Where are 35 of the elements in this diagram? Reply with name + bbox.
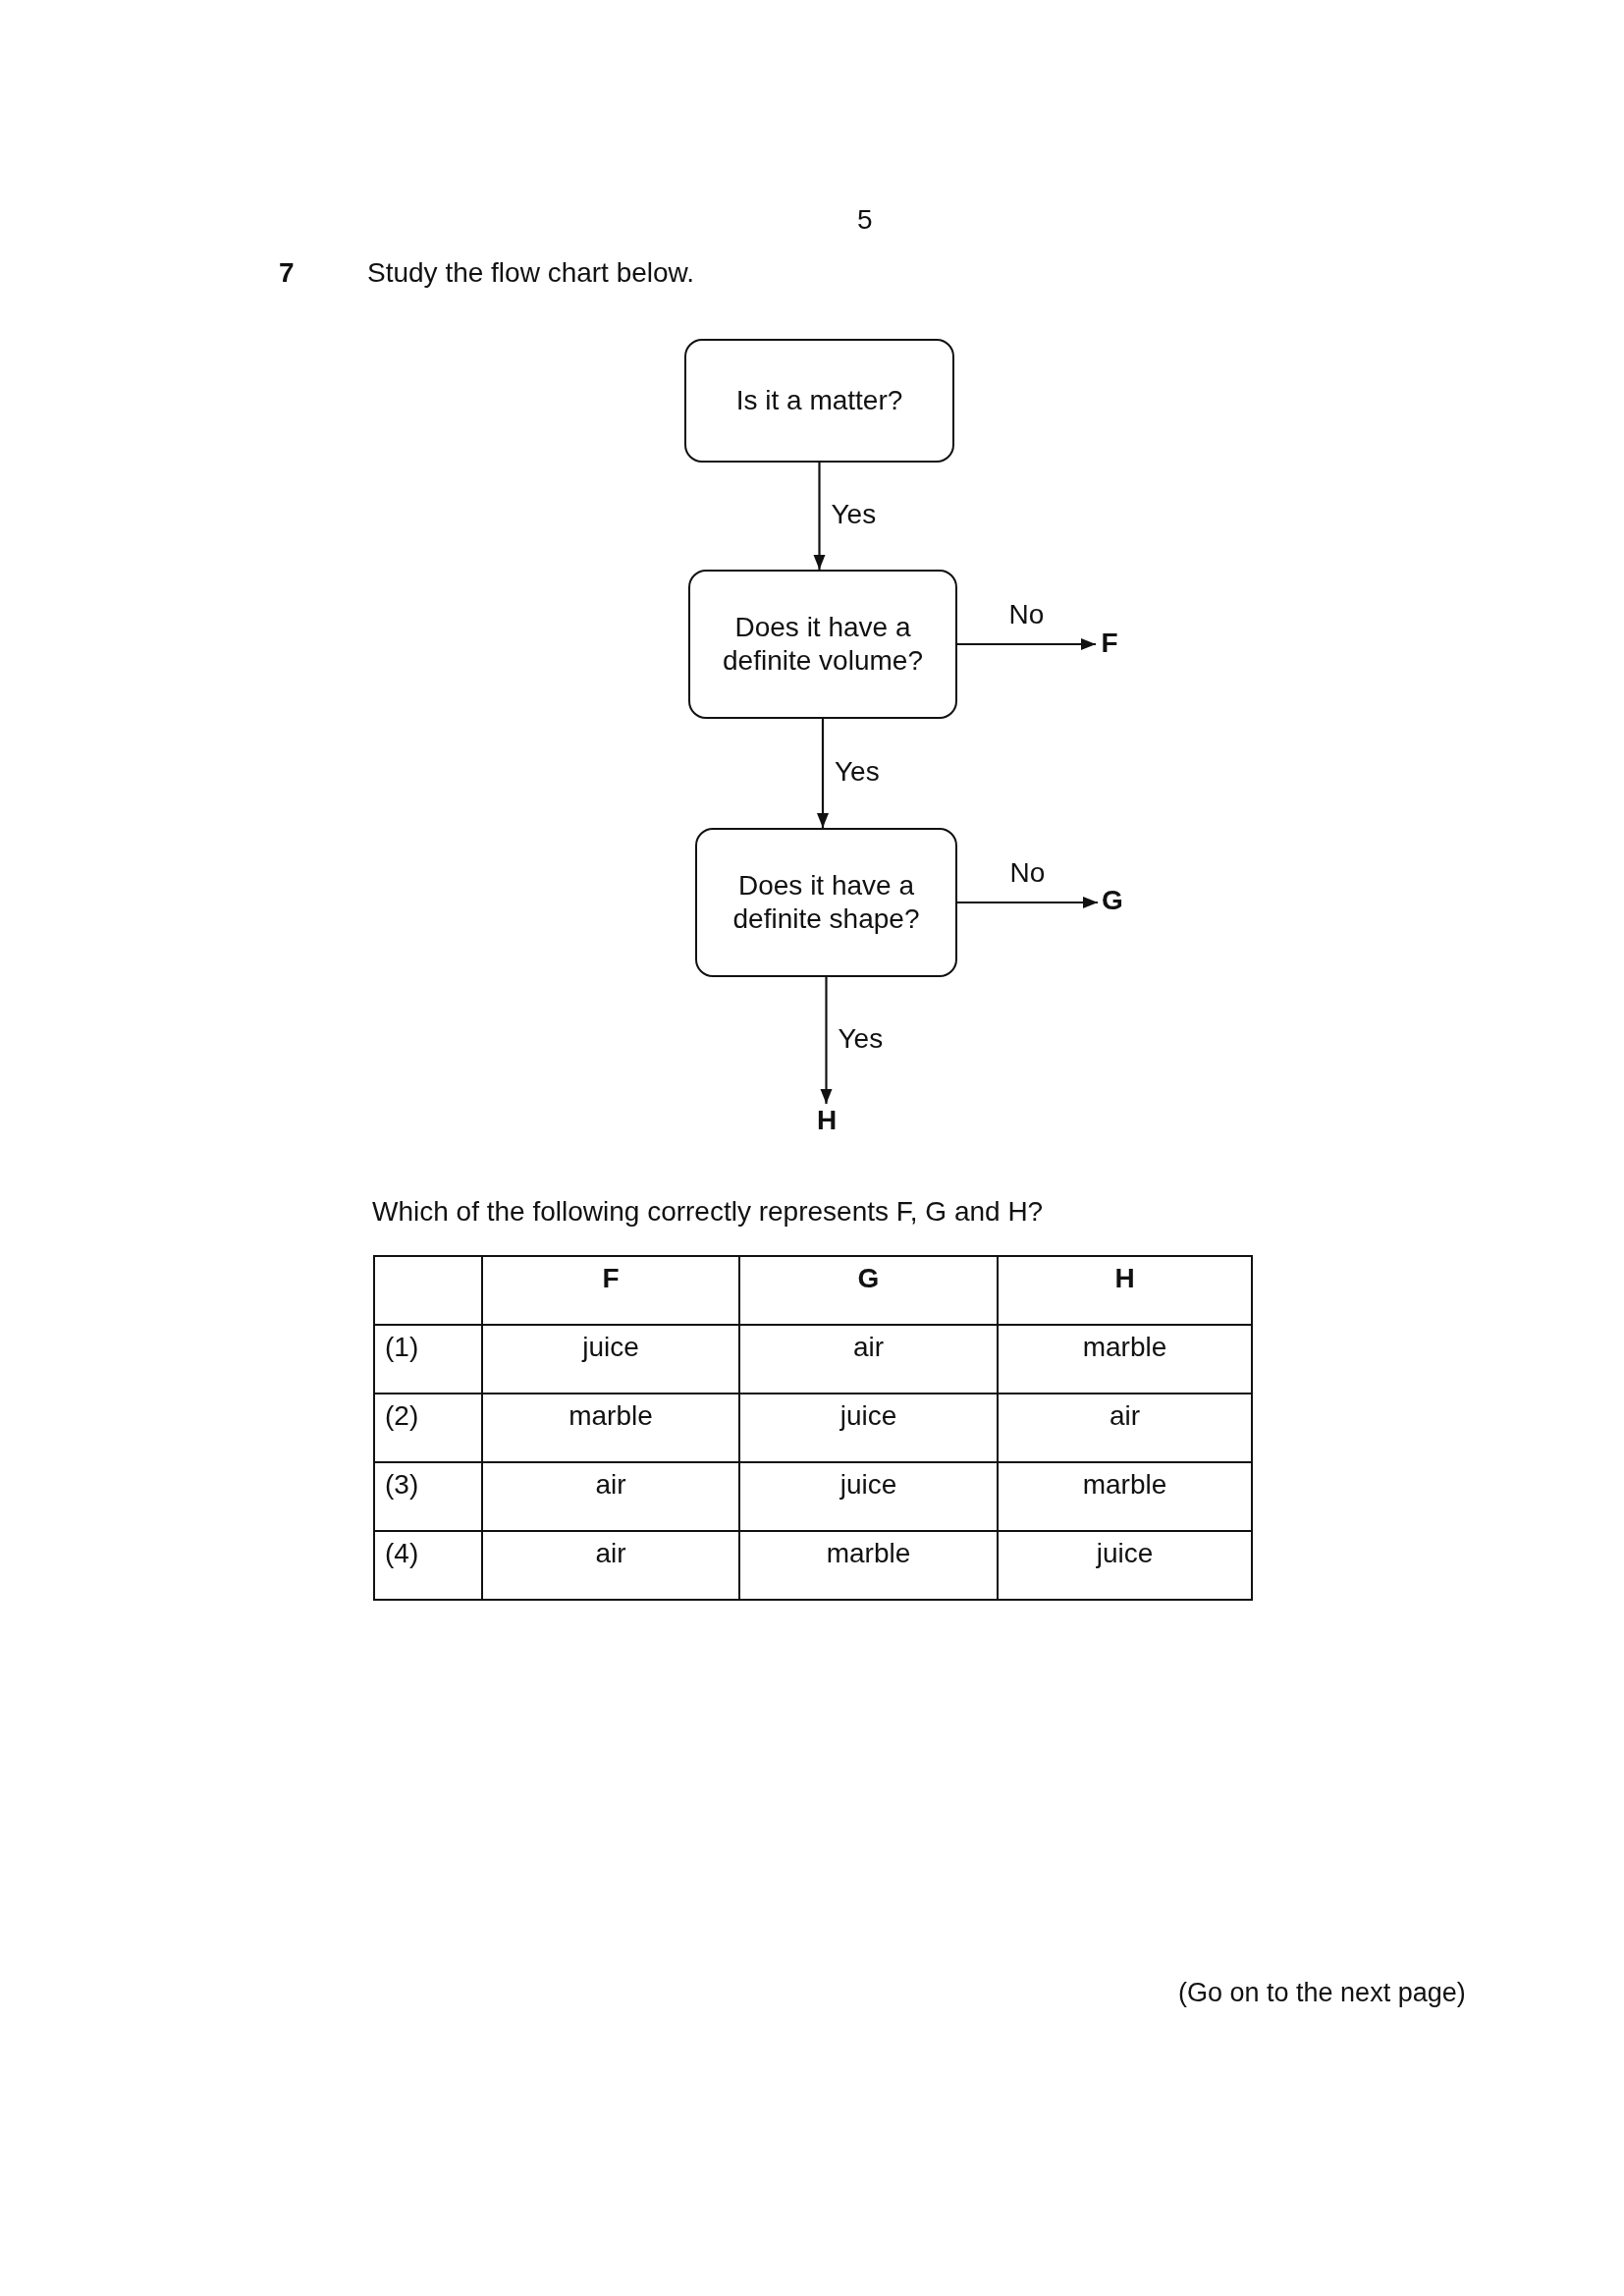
table-cell: air bbox=[998, 1394, 1252, 1462]
table-cell: (4) bbox=[374, 1531, 482, 1600]
arrow bbox=[820, 977, 833, 1104]
table-cell: marble bbox=[739, 1531, 998, 1600]
arrow bbox=[957, 637, 1096, 651]
process-box bbox=[695, 828, 957, 977]
table-cell: (3) bbox=[374, 1462, 482, 1531]
box-text: Does it have a definite shape? bbox=[731, 869, 921, 936]
question-text: Study the flow chart below. bbox=[367, 257, 695, 289]
arrow bbox=[813, 463, 826, 570]
question-number: 7 bbox=[279, 257, 295, 289]
table-cell: air bbox=[739, 1325, 998, 1394]
table-cell: juice bbox=[739, 1394, 998, 1462]
table-cell: (1) bbox=[374, 1325, 482, 1394]
table-cell: juice bbox=[482, 1325, 739, 1394]
table-cell: air bbox=[482, 1462, 739, 1531]
arrow bbox=[816, 719, 830, 828]
footer-note: (Go on to the next page) bbox=[1178, 1978, 1466, 2008]
table-cell: juice bbox=[998, 1531, 1252, 1600]
table-cell: marble bbox=[482, 1394, 739, 1462]
table-cell: marble bbox=[998, 1325, 1252, 1394]
table-header-cell: H bbox=[998, 1256, 1252, 1325]
table-cell: (2) bbox=[374, 1394, 482, 1462]
page-number: 5 bbox=[857, 204, 873, 236]
process-box bbox=[688, 570, 957, 719]
table-cell: marble bbox=[998, 1462, 1252, 1531]
table-cell: air bbox=[482, 1531, 739, 1600]
box-text: Does it have a definite volume? bbox=[722, 611, 924, 678]
question-text: Which of the following correctly represents F, G and H? bbox=[372, 1196, 1044, 1228]
box-text: Is it a matter? bbox=[735, 384, 903, 417]
table-header-cell: G bbox=[739, 1256, 998, 1325]
table-cell: juice bbox=[739, 1462, 998, 1531]
table-header-cell: F bbox=[482, 1256, 739, 1325]
arrow bbox=[957, 896, 1098, 909]
process-box bbox=[684, 339, 954, 463]
